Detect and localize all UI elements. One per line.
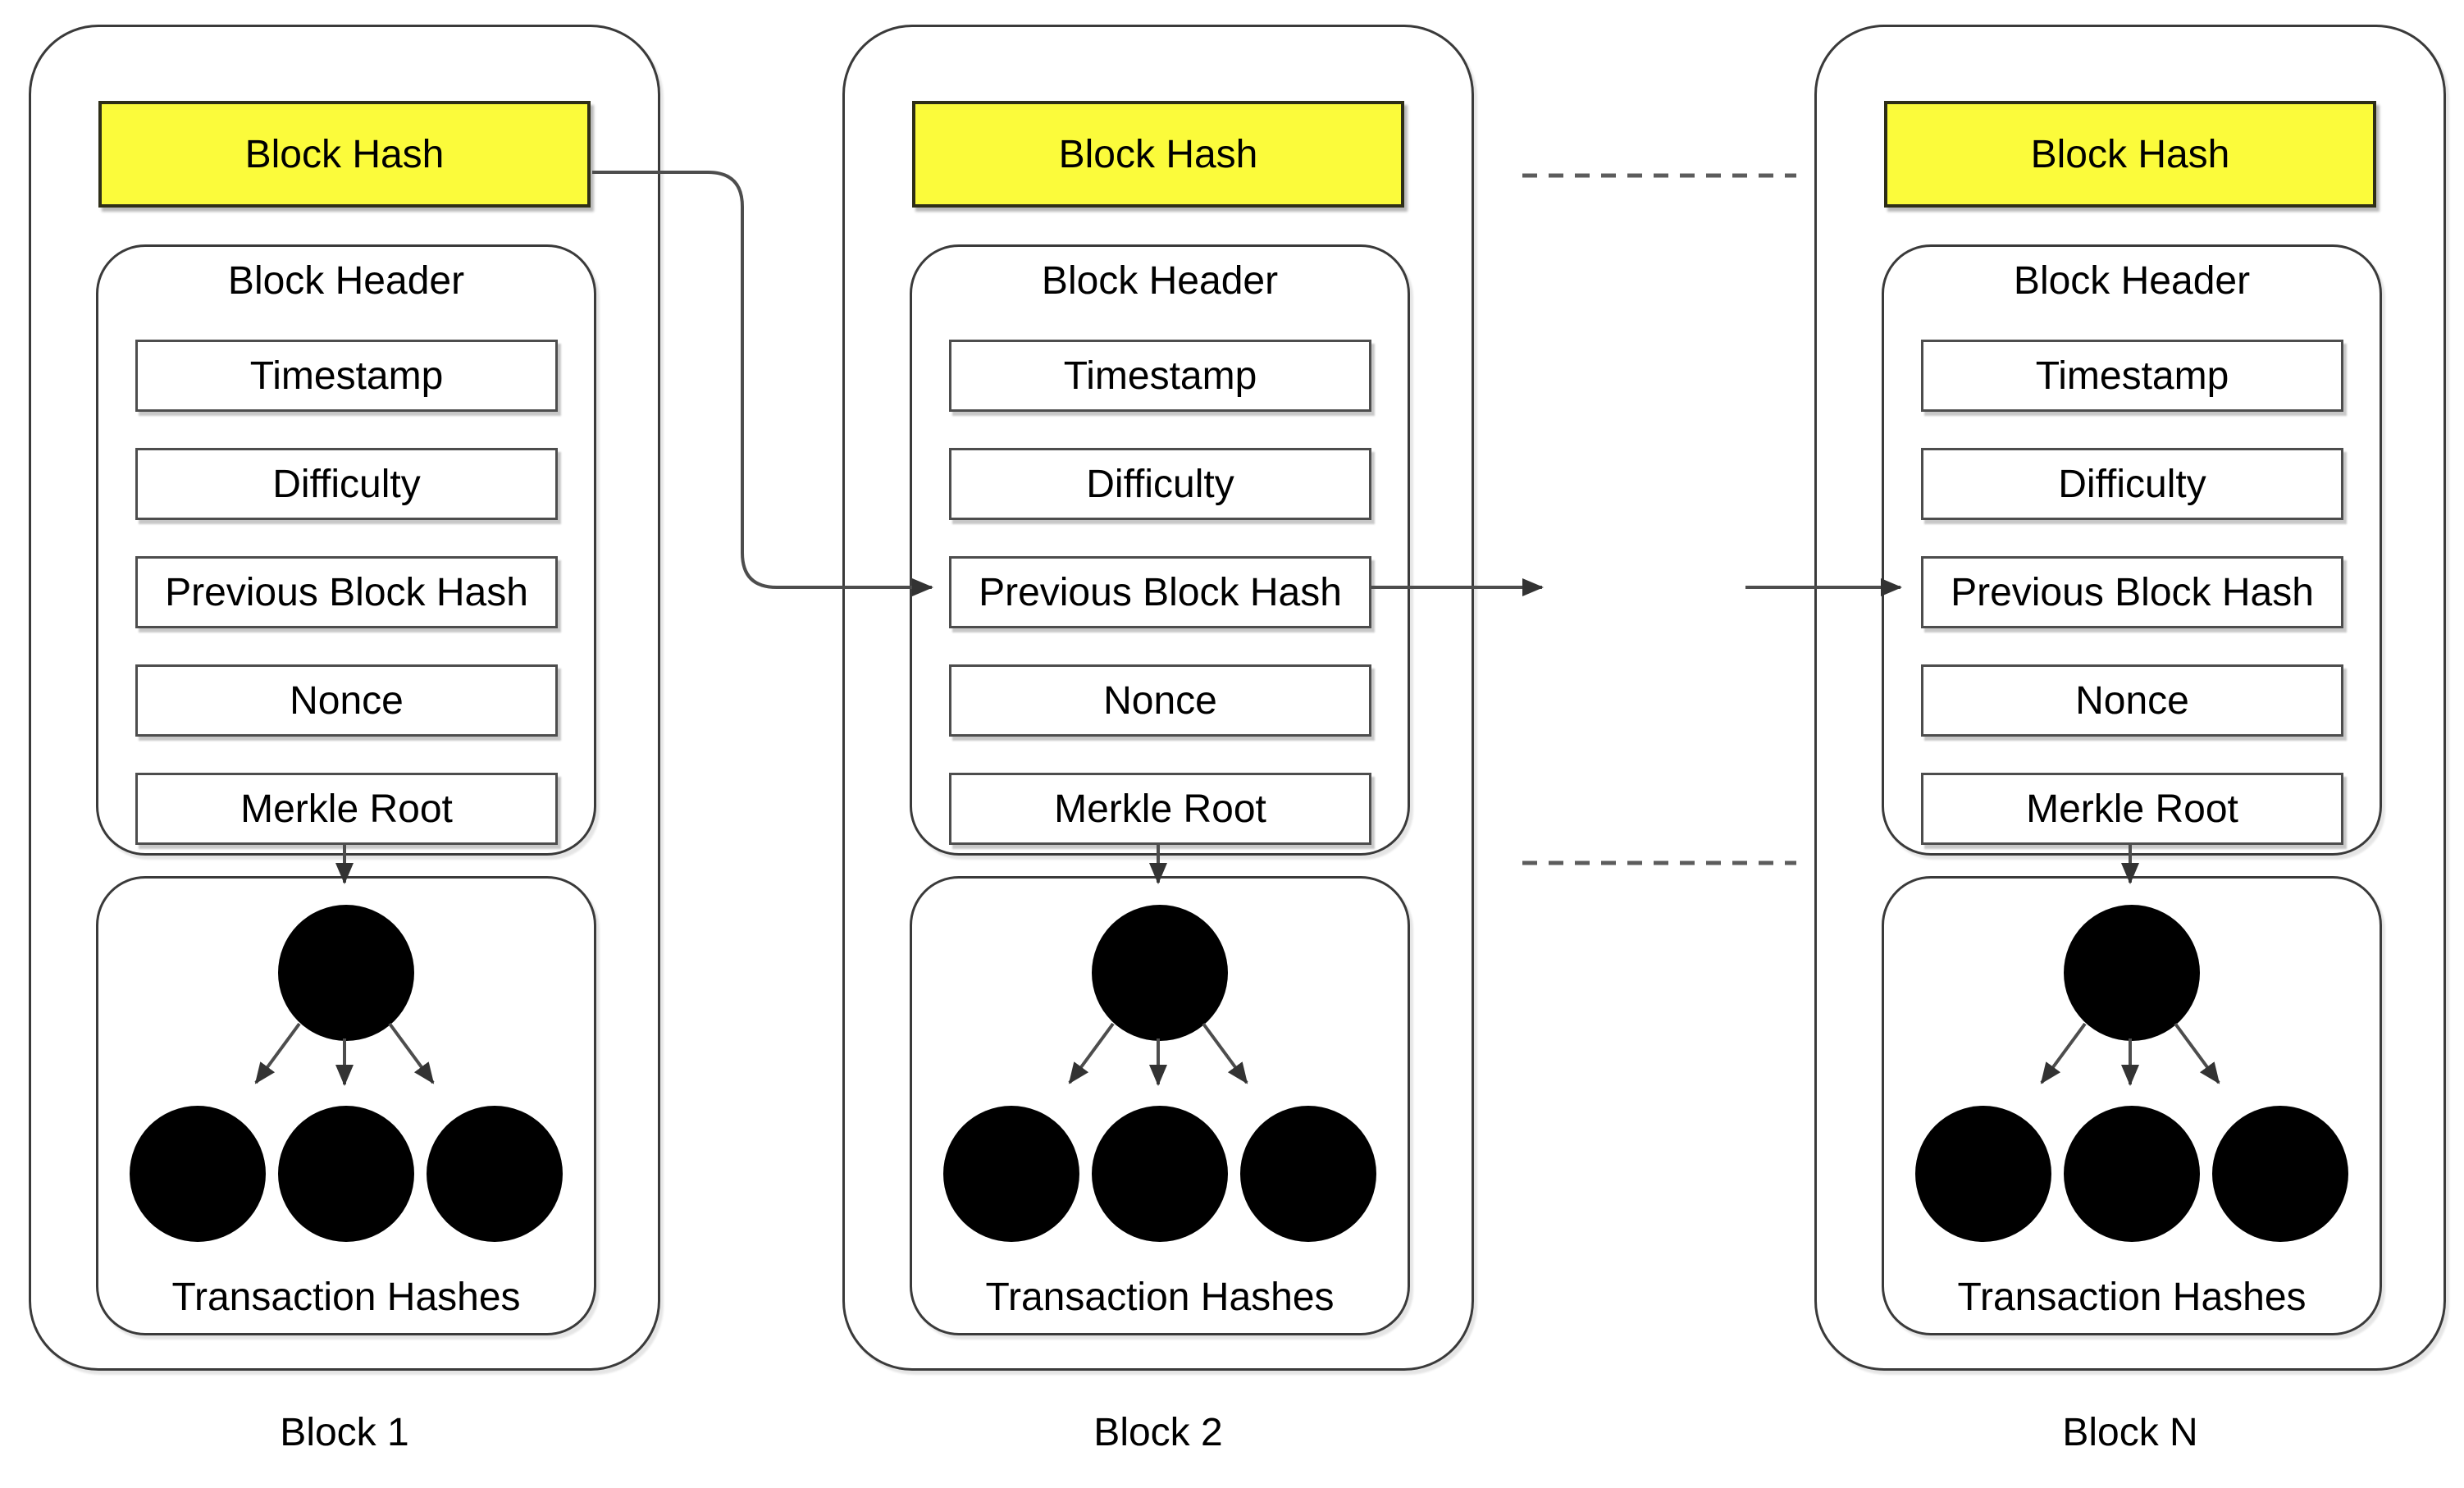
transaction-hashes-title: Transaction Hashes — [1957, 1276, 2307, 1319]
block-label: Block 2 — [1093, 1411, 1223, 1454]
block-header-container: Block Header Timestamp Difficulty Previo… — [96, 244, 596, 856]
transaction-hash-node — [2212, 1106, 2348, 1242]
block-hash-box: Block Hash — [912, 101, 1404, 208]
field-nonce: Nonce — [135, 664, 558, 737]
block-1-container: Block Hash Block Header Timestamp Diffic… — [29, 25, 660, 1371]
block-hash-label: Block Hash — [2030, 132, 2230, 176]
block-2-container: Block Hash Block Header Timestamp Diffic… — [842, 25, 1474, 1371]
transaction-hash-node — [1915, 1106, 2051, 1242]
block-header-title: Block Header — [1041, 259, 1279, 303]
transaction-hashes-title: Transaction Hashes — [171, 1276, 521, 1319]
block-2: Block Hash Block Header Timestamp Diffic… — [842, 25, 1474, 1455]
transaction-hash-node — [1092, 1106, 1228, 1242]
merkle-root-node — [278, 905, 414, 1041]
block-header-title: Block Header — [227, 259, 465, 303]
block-label: Block 1 — [280, 1411, 409, 1454]
transaction-hash-node — [130, 1106, 266, 1242]
field-timestamp: Timestamp — [135, 340, 558, 412]
transaction-hash-node — [943, 1106, 1079, 1242]
block-header-container: Block Header Timestamp Difficulty Previo… — [1882, 244, 2382, 856]
block-hash-box: Block Hash — [1884, 101, 2376, 208]
block-1: Block Hash Block Header Timestamp Diffic… — [29, 25, 660, 1455]
transaction-hash-node — [2064, 1106, 2200, 1242]
field-timestamp: Timestamp — [1921, 340, 2343, 412]
block-header-container: Block Header Timestamp Difficulty Previo… — [910, 244, 1410, 856]
field-merkle-root: Merkle Root — [135, 773, 558, 845]
block-label: Block N — [2062, 1411, 2198, 1454]
merkle-root-node — [1092, 905, 1228, 1041]
block-header-title: Block Header — [2013, 259, 2251, 303]
field-previous-block-hash: Previous Block Hash — [949, 556, 1371, 628]
transaction-hashes-container: Transaction Hashes — [96, 876, 596, 1335]
field-nonce: Nonce — [949, 664, 1371, 737]
transaction-hashes-container: Transaction Hashes — [910, 876, 1410, 1335]
block-hash-label: Block Hash — [1058, 132, 1258, 176]
merkle-root-node — [2064, 905, 2200, 1041]
field-previous-block-hash: Previous Block Hash — [135, 556, 558, 628]
transaction-hash-node — [1240, 1106, 1376, 1242]
field-difficulty: Difficulty — [949, 448, 1371, 520]
field-difficulty: Difficulty — [135, 448, 558, 520]
field-merkle-root: Merkle Root — [1921, 773, 2343, 845]
field-merkle-root: Merkle Root — [949, 773, 1371, 845]
block-n: Block Hash Block Header Timestamp Diffic… — [1814, 25, 2446, 1455]
field-difficulty: Difficulty — [1921, 448, 2343, 520]
block-n-container: Block Hash Block Header Timestamp Diffic… — [1814, 25, 2446, 1371]
field-previous-block-hash: Previous Block Hash — [1921, 556, 2343, 628]
transaction-hashes-container: Transaction Hashes — [1882, 876, 2382, 1335]
transaction-hashes-title: Transaction Hashes — [985, 1276, 1335, 1319]
transaction-hash-node — [427, 1106, 563, 1242]
field-timestamp: Timestamp — [949, 340, 1371, 412]
transaction-hash-node — [278, 1106, 414, 1242]
block-hash-label: Block Hash — [244, 132, 445, 176]
field-nonce: Nonce — [1921, 664, 2343, 737]
block-hash-box: Block Hash — [98, 101, 591, 208]
